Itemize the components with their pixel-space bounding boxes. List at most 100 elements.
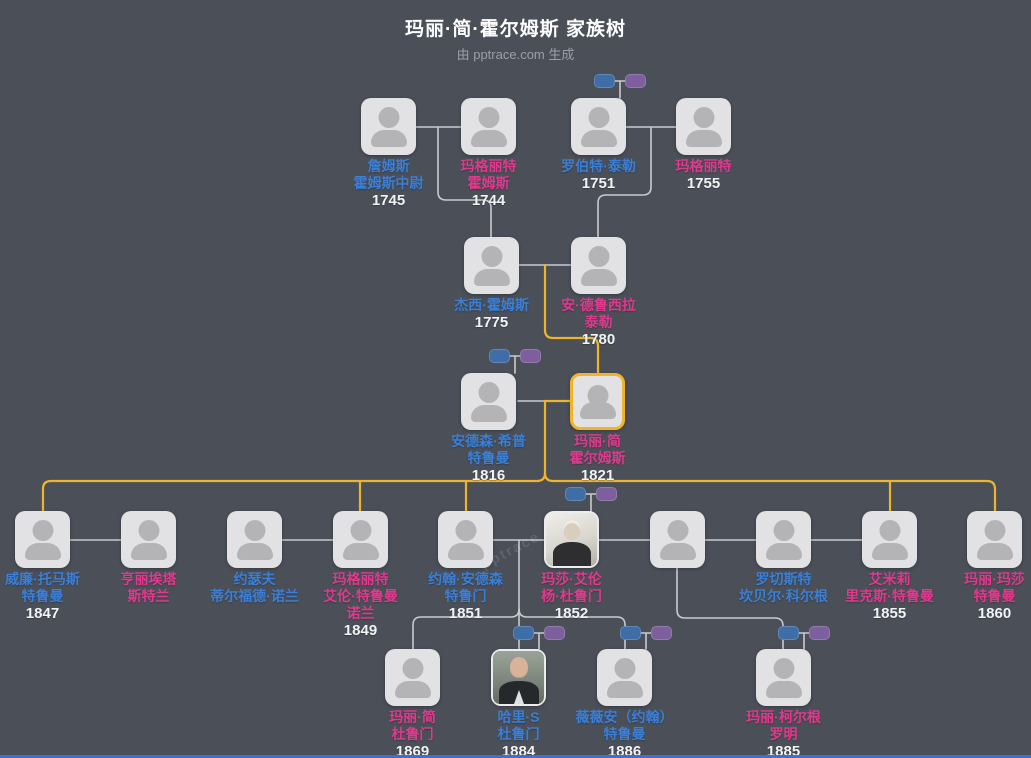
person-name-line: 霍姆斯 [467,175,510,191]
person-node-ann-drusilla-taylor[interactable] [571,237,626,294]
person-label-rochester-campbell-colgan: 罗切斯特坎贝尔·科尔根 [739,571,828,605]
person-silhouette-icon [597,649,652,706]
silhouette-shoulders [394,681,431,698]
silhouette-shoulders [871,543,908,560]
portrait-body [552,542,591,566]
person-node-margaret[interactable] [676,98,731,155]
person-name-line: 玛丽·简 [574,433,621,449]
person-node-william-thomas-truman[interactable] [15,511,70,568]
person-birth-year: 1886 [607,743,642,758]
person-name-line: 罗伯特·泰勒 [561,158,636,174]
silhouette-shoulders [580,269,617,286]
page-title: 玛丽·简·霍尔姆斯 家族树 [405,19,626,40]
husband-chip-icon [594,74,615,88]
person-node-margaret-holmes[interactable] [461,98,516,155]
person-node-unnamed-spouse[interactable] [650,511,705,568]
silhouette-shoulders [606,681,643,698]
silhouette-shoulders [765,681,802,698]
silhouette-shoulders [976,543,1013,560]
person-birth-year: 1855 [872,605,907,622]
silhouette-head [614,658,635,679]
person-name-line: 霍姆斯中尉 [353,175,424,191]
person-name-line: 杨·杜鲁门 [541,588,602,604]
silhouette-head [588,246,609,267]
person-birth-year: 1849 [343,622,378,639]
silhouette-head [879,520,900,541]
silhouette-head [478,382,499,403]
person-node-joseph-tilford-nolan[interactable] [227,511,282,568]
person-name-line: 蒂尔福德·诺兰 [210,588,299,604]
silhouette-shoulders [580,130,617,147]
silhouette-shoulders [765,543,802,560]
wife-chip-icon [625,74,646,88]
silhouette-head [587,385,608,406]
person-name-line: 特鲁门 [444,588,487,604]
person-node-henrietta-strand[interactable] [121,511,176,568]
person-birth-year: 1755 [686,175,721,192]
person-silhouette-icon [650,511,705,568]
person-node-vivian-john-truman[interactable] [597,649,652,706]
person-birth-year: 1860 [977,605,1012,622]
silhouette-head [481,246,502,267]
person-silhouette-icon [333,511,388,568]
person-photo [493,651,544,704]
person-birth-year: 1780 [581,331,616,348]
portrait-shirt [513,690,524,704]
person-node-robert-taylor[interactable] [571,98,626,155]
person-node-mary-colgan-romine[interactable] [756,649,811,706]
person-name-line: 约瑟夫 [233,571,276,587]
person-name-line: 诺兰 [346,605,375,621]
person-name-line: 杜鲁门 [391,726,434,742]
person-name-line: 斯特兰 [127,588,170,604]
silhouette-head [667,520,688,541]
person-node-mary-jane-truman[interactable] [385,649,440,706]
person-node-rochester-campbell-colgan[interactable] [756,511,811,568]
person-name-line: 亨丽埃塔 [120,571,177,587]
person-photo [546,513,597,566]
wife-chip-icon [651,626,672,640]
person-birth-year: 1885 [766,743,801,758]
silhouette-shoulders [659,543,696,560]
person-name-line: 霍尔姆斯 [569,450,626,466]
husband-chip-icon [620,626,641,640]
person-node-mary-jane-holmes[interactable] [570,373,625,430]
person-node-james-holmes[interactable] [361,98,416,155]
page-subtitle: 由 pptrace.com 生成 [456,47,575,62]
person-node-anderson-shipp-truman[interactable] [461,373,516,430]
silhouette-shoulders [342,543,379,560]
husband-chip-icon [778,626,799,640]
person-birth-year: 1847 [25,605,60,622]
person-name-line: 罗明 [769,726,798,742]
person-name-line: 约翰·安德森 [428,571,503,587]
person-birth-year: 1821 [580,467,615,484]
person-node-jesse-holmes[interactable] [464,237,519,294]
person-node-margaret-ellen-truman-nolan[interactable] [333,511,388,568]
person-node-martha-ellen-young-truman[interactable] [544,511,599,568]
person-name-line: 哈里·S [497,709,540,725]
person-birth-year: 1816 [471,467,506,484]
wife-chip-icon [809,626,830,640]
person-node-mary-martha-truman[interactable] [967,511,1022,568]
person-name-line: 玛格丽特 [675,158,732,174]
person-birth-year: 1745 [371,192,406,209]
person-node-emily-ricks-truman[interactable] [862,511,917,568]
silhouette-shoulders [236,543,273,560]
silhouette-head [773,520,794,541]
silhouette-shoulders [470,405,507,422]
person-name-line: 玛莎·艾伦 [541,571,602,587]
person-name-line: 杰西·霍姆斯 [454,297,529,313]
silhouette-head [402,658,423,679]
person-node-john-anderson-truman[interactable] [438,511,493,568]
person-silhouette-icon [571,98,626,155]
person-node-harry-s-truman[interactable] [491,649,546,706]
silhouette-shoulders [447,543,484,560]
